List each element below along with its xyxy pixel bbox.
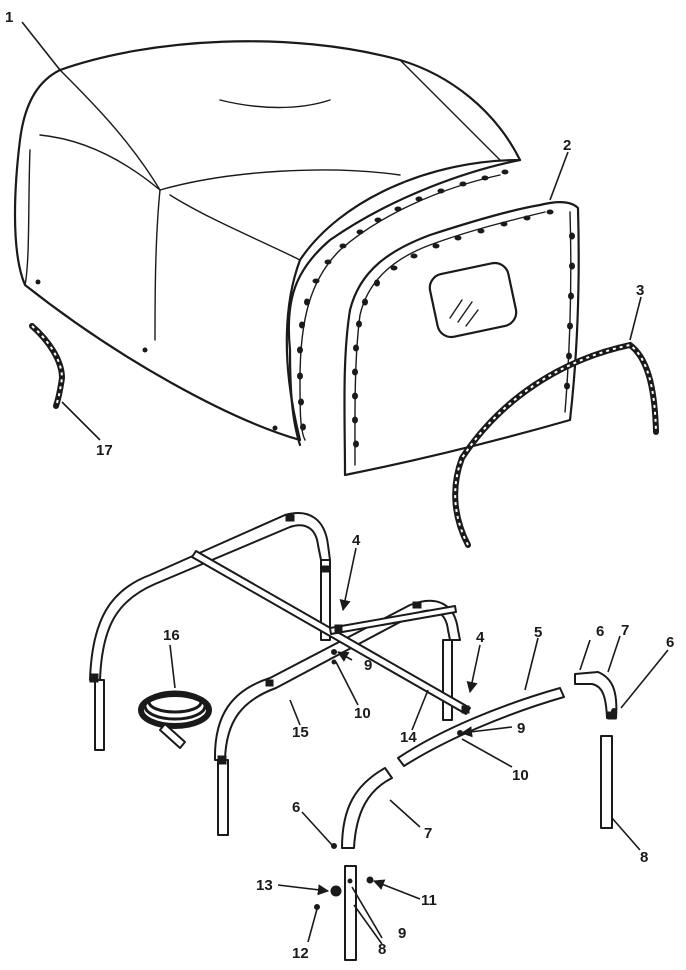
callout-9c: 9 [398, 925, 406, 942]
callout-16: 16 [163, 627, 180, 644]
rear-curtain [343, 201, 580, 477]
callout-14: 14 [400, 729, 417, 746]
callout-4b: 4 [476, 629, 485, 646]
callout-8b: 8 [378, 941, 386, 958]
callout-3: 3 [636, 282, 644, 299]
callout-2: 2 [563, 137, 571, 154]
callout-17: 17 [96, 442, 113, 459]
rope-cord [452, 341, 659, 548]
callout-6a: 6 [596, 623, 604, 640]
cross-strap [191, 550, 471, 715]
upright-right [600, 735, 613, 829]
callout-1: 1 [5, 9, 13, 26]
callout-6b: 6 [666, 634, 674, 651]
callout-10a: 10 [354, 705, 371, 722]
callout-8a: 8 [640, 849, 648, 866]
callout-9b: 9 [517, 720, 525, 737]
canvas-cover [13, 40, 522, 447]
callout-15: 15 [292, 724, 309, 741]
cover-eyelets [35, 169, 509, 431]
callout-6c: 6 [292, 799, 300, 816]
callout-leaders [21, 21, 669, 945]
callout-13: 13 [256, 877, 273, 894]
callout-9a: 9 [364, 657, 372, 674]
callout-numbers: 1 2 3 4 4 5 6 6 6 7 7 8 8 9 9 9 10 10 11… [5, 9, 674, 962]
corner-piece-right [574, 671, 618, 720]
callout-4a: 4 [352, 532, 361, 549]
hardware [314, 649, 617, 910]
short-cord [29, 323, 66, 409]
corner-piece-lower [341, 767, 393, 849]
coiled-strap [138, 690, 212, 749]
rear-bow-frame [89, 512, 331, 751]
curtain-eyelets [352, 209, 575, 448]
callout-11: 11 [421, 892, 437, 909]
bow-piece-center [397, 687, 565, 767]
callout-10b: 10 [512, 767, 529, 784]
callout-7a: 7 [621, 622, 629, 639]
callout-12: 12 [292, 945, 309, 962]
callout-7b: 7 [424, 825, 432, 842]
callout-5: 5 [534, 624, 542, 641]
